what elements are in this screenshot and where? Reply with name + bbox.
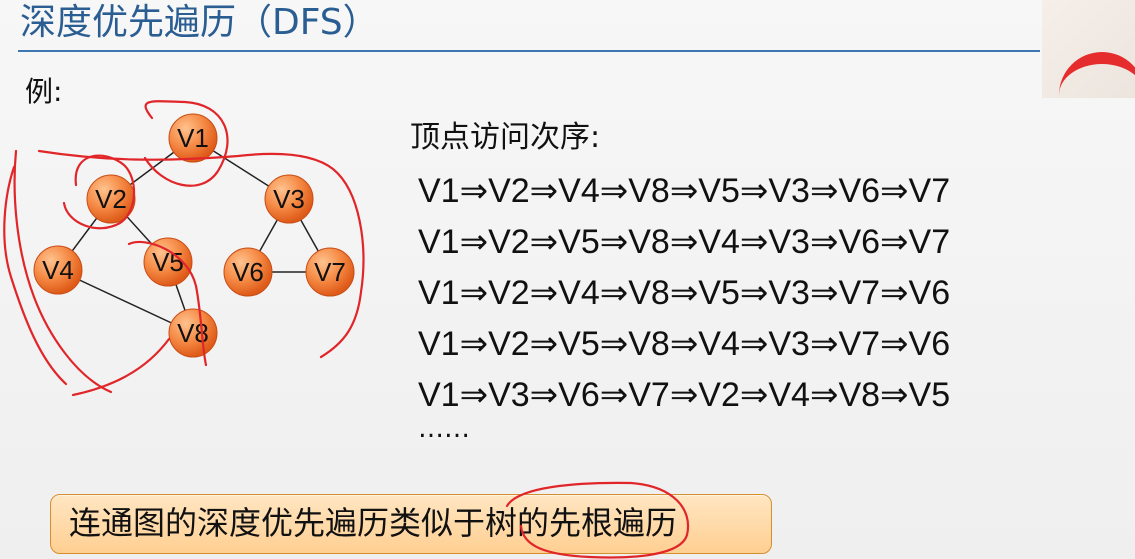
sequence-row-3: V1⇒V2⇒V4⇒V8⇒V5⇒V3⇒V7⇒V6 [418, 274, 951, 312]
node-v1: V1 [168, 113, 218, 163]
node-v8: V8 [168, 308, 218, 358]
node-v2: V2 [86, 174, 136, 224]
title-divider [18, 50, 1040, 52]
summary-box: 连通图的深度优先遍历类似于树的先根遍历 [50, 494, 772, 554]
sequence-row-4: V1⇒V2⇒V5⇒V8⇒V4⇒V3⇒V7⇒V6 [418, 325, 951, 363]
graph-edges [57, 137, 331, 334]
node-label-v5: V5 [152, 247, 184, 277]
node-label-v6: V6 [232, 257, 264, 287]
node-label-v4: V4 [42, 255, 74, 285]
speaker-video-thumbnail [1042, 0, 1135, 98]
node-v6: V6 [223, 247, 273, 297]
node-v3: V3 [264, 174, 314, 224]
node-v5: V5 [143, 237, 193, 287]
node-label-v7: V7 [314, 257, 346, 287]
node-v4: V4 [33, 245, 83, 295]
sequence-row-2: V1⇒V2⇒V5⇒V8⇒V4⇒V3⇒V6⇒V7 [418, 223, 951, 261]
graph-diagram: V1 V2 V3 V4 V5 V6 V7 V8 [0, 96, 385, 396]
sequence-list: V1⇒V2⇒V4⇒V8⇒V5⇒V3⇒V6⇒V7 V1⇒V2⇒V5⇒V8⇒V4⇒V… [418, 166, 1058, 421]
ellipsis-text: …… [418, 414, 470, 444]
node-v7: V7 [305, 247, 355, 297]
summary-text: 连通图的深度优先遍历类似于树的先根遍历 [69, 504, 678, 542]
node-label-v2: V2 [95, 184, 127, 214]
visit-order-title: 顶点访问次序: [410, 120, 601, 155]
node-label-v8: V8 [177, 318, 209, 348]
example-label: 例: [25, 75, 63, 108]
node-label-v1: V1 [177, 123, 209, 153]
sequence-row-1: V1⇒V2⇒V4⇒V8⇒V5⇒V3⇒V6⇒V7 [418, 172, 951, 210]
sequence-row-5: V1⇒V3⇒V6⇒V7⇒V2⇒V4⇒V8⇒V5 [418, 376, 951, 414]
node-label-v3: V3 [273, 184, 305, 214]
slide-title: 深度优先遍历（DFS） [20, 2, 379, 43]
